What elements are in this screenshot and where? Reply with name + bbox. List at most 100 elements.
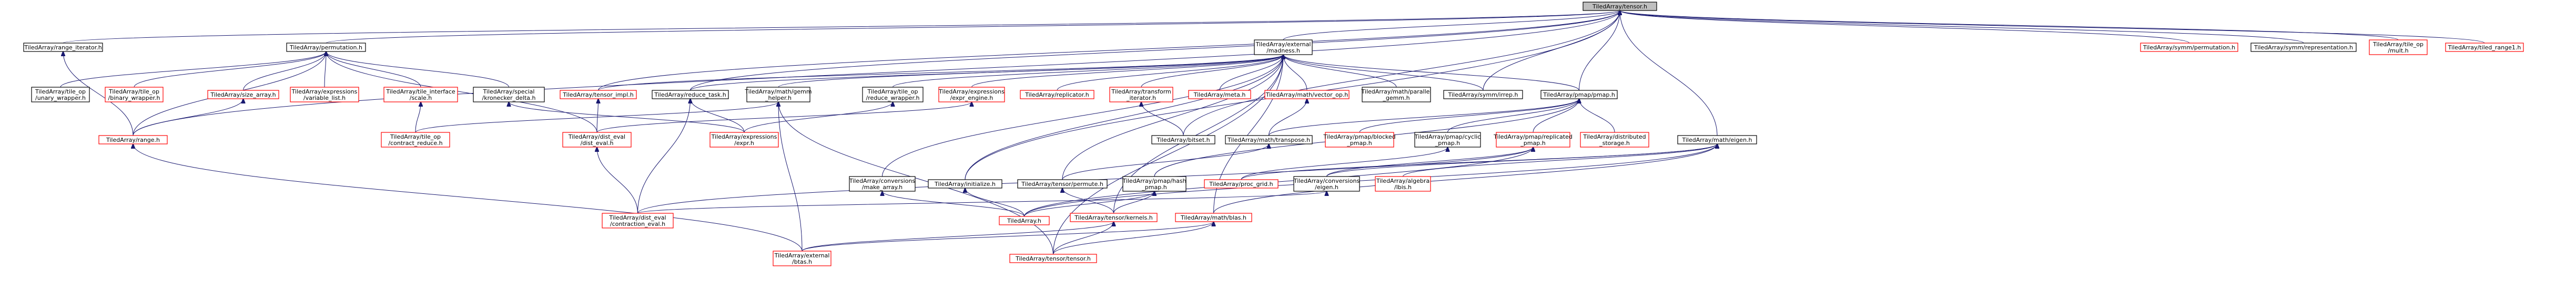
node-label: TiledArray/math/transpose.h (1227, 137, 1310, 143)
graph-node-math-blas[interactable]: TiledArray/math/blas.h (1175, 213, 1252, 222)
node-label: TiledArray/expressions (711, 133, 777, 140)
graph-node-permutation[interactable]: TiledArray/permutation.h (286, 43, 366, 52)
node-label: _gemm.h (1382, 95, 1409, 101)
node-label: TiledArray/initialize.h (934, 181, 996, 188)
graph-node-tiledarray[interactable]: TiledArray.h (999, 216, 1050, 225)
graph-node-symm-irrep[interactable]: TiledArray/symm/irrep.h (1443, 90, 1523, 99)
include-edge (883, 191, 1025, 217)
node-label: TiledArray/tensor.h (1592, 3, 1647, 10)
graph-node-expr-engine[interactable]: TiledArray/expressions/expr_engine.h (938, 87, 1005, 102)
graph-node-math-parallel-gemm[interactable]: TiledArray/math/parallel_gemm.h (1361, 87, 1432, 102)
graph-node-size-array[interactable]: TiledArray/size_array.h (207, 90, 279, 99)
node-label: TiledArray/replicator.h (1025, 91, 1089, 98)
graph-node-range[interactable]: TiledArray/range.h (98, 135, 168, 144)
include-edge (1024, 191, 1155, 217)
node-box (849, 176, 916, 192)
graph-node-tile-interface-scale[interactable]: TiledArray/tile_interface/scale.h (383, 87, 458, 102)
node-box (1151, 135, 1215, 144)
include-edge (1269, 99, 1307, 136)
node-label: TiledArray/pmap/hash (1122, 178, 1186, 184)
node-label: TiledArray/algebra (1376, 178, 1429, 184)
node-label: /madness.h (1266, 47, 1300, 54)
graph-node-symm-repr[interactable]: TiledArray/symm/representation.h (2250, 43, 2357, 52)
graph-node-conv-make-array[interactable]: TiledArray/conversions/make_array.h (849, 176, 916, 192)
include-edge (802, 222, 1214, 252)
node-label: TiledArray/tensor/permute.h (1021, 181, 1103, 188)
graph-node-pmap-cyclic[interactable]: TiledArray/pmap/cyclic_pmap.h (1414, 132, 1481, 148)
graph-node-tensor[interactable]: TiledArray/tensor.h (1583, 2, 1657, 11)
graph-node-tiled-range1[interactable]: TiledArray/tiled_range1.h (2445, 43, 2524, 52)
node-label: TiledArray/dist_eval (568, 133, 625, 140)
graph-node-pmap-hash[interactable]: TiledArray/pmap/hash_pmap.h (1122, 176, 1186, 192)
node-box (1188, 90, 1251, 99)
graph-node-tensor-impl[interactable]: TiledArray/tensor_impl.h (560, 90, 637, 99)
graph-node-range-iter[interactable]: TiledArray/range_iterator.h (23, 43, 103, 52)
include-edge (1241, 147, 1448, 180)
graph-node-conv-eigen[interactable]: TiledArray/conversions/eigen.h (1293, 176, 1360, 192)
graph-node-pmap-blocked[interactable]: TiledArray/pmap/blocked_pmap.h (1323, 132, 1396, 148)
edges-layer (60, 11, 2485, 255)
graph-node-initialize[interactable]: TiledArray/initialize.h (928, 179, 1002, 189)
node-box (1264, 90, 1350, 99)
node-label: /make_array.h (862, 184, 902, 191)
graph-node-algebra-lbis[interactable]: TiledArray/algebra/lbis.h (1375, 176, 1431, 192)
graph-node-symm-perm[interactable]: TiledArray/symm/permutation.h (2140, 43, 2238, 52)
include-edge (1141, 55, 1283, 88)
node-label: TiledArray/tensor_impl.h (562, 91, 633, 98)
graph-node-tile-op-unary[interactable]: TiledArray/tile_op/unary_wrapper.h (31, 87, 90, 102)
graph-node-bitset[interactable]: TiledArray/bitset.h (1151, 135, 1215, 144)
node-label: /scale.h (410, 95, 432, 101)
graph-node-special-kronecker[interactable]: TiledArray/special/kronecker_delta.h (473, 87, 545, 102)
node-label: TiledArray/tile_op (35, 88, 86, 95)
include-edge (1213, 144, 1718, 214)
node-box (746, 87, 810, 102)
node-label: TiledArray/external (1255, 41, 1311, 48)
graph-node-tensor-kernels[interactable]: TiledArray/tensor/kernels.h (1070, 213, 1158, 222)
node-label: /kronecker_delta.h (482, 95, 536, 101)
graph-node-math-eigen[interactable]: TiledArray/math/eigen.h (1677, 135, 1757, 144)
graph-node-math-transpose[interactable]: TiledArray/math/transpose.h (1225, 135, 1313, 144)
graph-node-tile-op-contract[interactable]: TiledArray/tile_op/contract_reduce.h (381, 132, 450, 148)
node-box (31, 87, 90, 102)
node-box (1583, 2, 1657, 11)
graph-node-tensor-tensor[interactable]: TiledArray/tensor/tensor.h (1009, 254, 1097, 263)
graph-node-transform-iter[interactable]: TiledArray/transform_iterator.h (1109, 87, 1173, 102)
graph-node-reduce-task[interactable]: TiledArray/reduce_task.h (652, 90, 729, 99)
node-label: TiledArray/tile_op (867, 88, 918, 95)
graph-node-external-madness[interactable]: TiledArray/external/madness.h (1254, 39, 1313, 55)
node-label: TiledArray/tile_op (390, 133, 441, 140)
include-edge (415, 102, 778, 133)
node-box (2445, 43, 2524, 52)
include-edge (1283, 55, 1397, 88)
include-edge (134, 51, 326, 88)
graph-node-pmap-replicated[interactable]: TiledArray/pmap/replicated_pmap.h (1493, 132, 1573, 148)
graph-node-expr-variable-list[interactable]: TiledArray/expressions/variable_list.h (290, 87, 359, 102)
graph-node-math-vector-op[interactable]: TiledArray/math/vector_op.h (1264, 90, 1350, 99)
graph-node-expr-expr[interactable]: TiledArray/expressions/expr.h (709, 132, 779, 148)
include-edge (597, 99, 599, 133)
node-label: TiledArray/tiled_range1.h (2448, 44, 2521, 51)
graph-node-file-op-mult[interactable]: TiledArray/tile_op/mult.h (2369, 39, 2428, 55)
graph-node-replicator[interactable]: TiledArray/replicator.h (1020, 90, 1094, 99)
node-label: TiledArray/expressions (291, 88, 358, 95)
graph-node-external-btas[interactable]: TiledArray/external/btas.h (773, 251, 831, 266)
graph-node-tile-op-binary[interactable]: TiledArray/tile_op/binary_wrapper.h (105, 87, 164, 102)
graph-node-dist-eval[interactable]: TiledArray/dist_eval/dist_eval.h (562, 132, 632, 148)
node-box (1070, 213, 1158, 222)
graph-node-math-gemm-helper[interactable]: TiledArray/math/gemm_helper.h (744, 87, 812, 102)
graph-node-pmap-pmap[interactable]: TiledArray/pmap/pmap.h (1540, 90, 1618, 99)
node-label: TiledArray/tile_op (108, 88, 159, 95)
node-label: /variable_list.h (303, 95, 346, 101)
graph-node-dist-eval-contraction[interactable]: TiledArray/dist_eval/contraction_eval.h (602, 213, 674, 229)
graph-node-tensor-permute[interactable]: TiledArray/tensor/permute.h (1017, 179, 1108, 189)
graph-node-distributed-storage[interactable]: TiledArray/distributed_storage.h (1580, 132, 1649, 148)
graph-node-proc-grid[interactable]: TiledArray/proc_grid.h (1204, 179, 1279, 189)
node-label: TiledArray/conversions (1293, 178, 1360, 184)
include-edge (1533, 99, 1579, 133)
graph-node-meta[interactable]: TiledArray/meta.h (1188, 90, 1251, 99)
include-edge (893, 55, 1284, 88)
node-box (1414, 132, 1481, 148)
graph-node-tile-op-reduce[interactable]: TiledArray/tile_op/reduce_wrapper.h (862, 87, 924, 102)
node-label: /contract_reduce.h (388, 140, 442, 147)
